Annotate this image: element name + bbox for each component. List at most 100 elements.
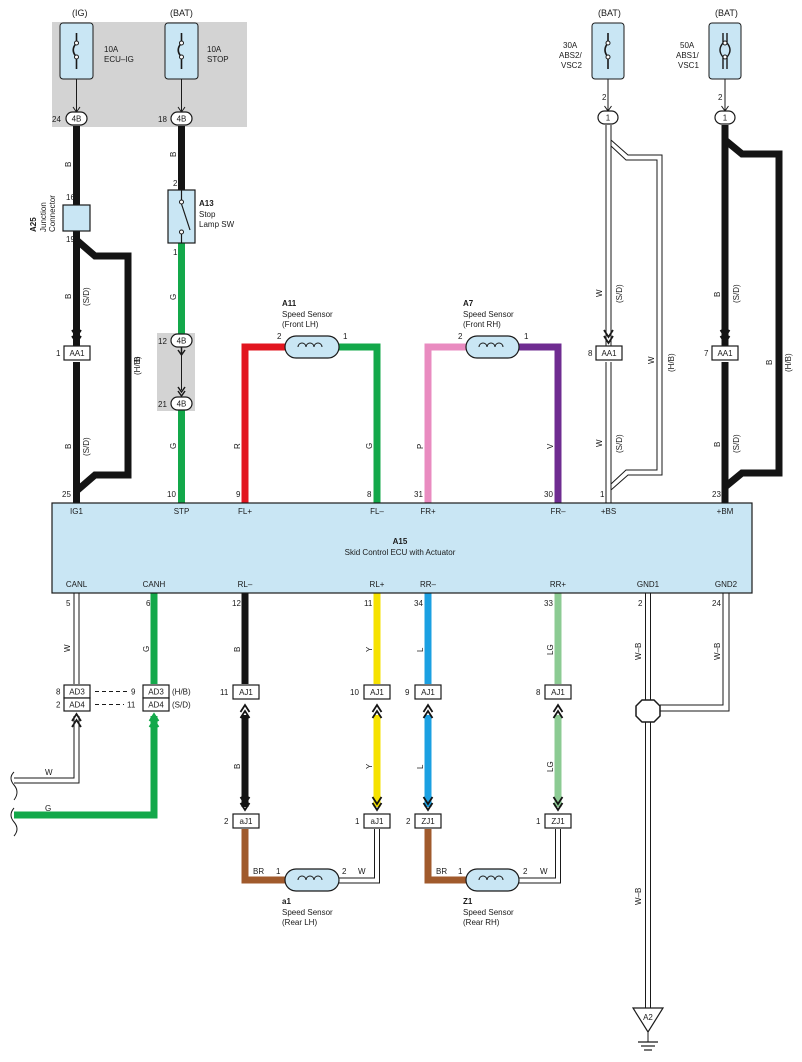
svg-text:(H/B): (H/B) [784,353,793,372]
pin-label: 24 [52,115,61,124]
wire-fl-plus [241,343,285,503]
ecu-terminal: RL– [238,580,253,589]
component-name: (Rear LH) [282,918,317,927]
svg-text:G: G [365,443,374,449]
svg-text:B: B [64,444,73,449]
svg-text:AA1: AA1 [601,349,617,358]
svg-text:ZJ1: ZJ1 [551,817,565,826]
ground-a2: A2 [631,1007,665,1051]
svg-text:W–B: W–B [634,643,643,660]
fuse-ecu-ig: (IG) 10A ECU–IG [59,8,134,80]
pin-label: 1 [600,490,605,499]
pin-label: 1 [536,817,541,826]
svg-text:1: 1 [723,114,728,123]
svg-text:A2: A2 [643,1013,653,1022]
svg-text:4B: 4B [177,400,187,409]
connector-aj1-rr-plus: AJ1 8 [536,684,572,719]
ground-splice [635,699,661,723]
fuse-name: STOP [207,55,229,64]
pin-label: 2 [523,867,528,876]
connector-zj1-a: ZJ1 2 [406,796,442,829]
wire-rl-minus [241,593,285,884]
wire-rl-plus [339,593,381,884]
fuse-supply-label: (IG) [72,8,88,18]
pin-label: 2 [56,701,61,710]
svg-text:4B: 4B [72,115,82,124]
ecu-terminal: FL+ [238,507,252,516]
wire-fl-minus [339,343,381,503]
fuse-name: ECU–IG [104,55,134,64]
svg-text:B: B [64,162,73,167]
wire-canl [14,593,80,784]
ecu-terminal: CANL [66,580,88,589]
speed-sensor-z1: 1 2 BR W Z1 Speed Sensor (Rear RH) [436,867,548,927]
stop-lamp-switch-a13: 2 1 A13 Stop Lamp SW [167,179,235,257]
svg-text:B: B [169,152,178,157]
wire-plus-bm [721,125,783,503]
connector-4b-stop: 4B 18 [158,111,193,126]
pin-label: 19 [66,235,75,244]
wire-gnd [645,593,730,1008]
ecu-terminal: IG1 [70,507,83,516]
connector-4b-inline: 4B 12 4B 21 [158,333,193,411]
pin-label: 34 [414,599,423,608]
variant-note: (H/B) [172,688,191,697]
svg-text:(S/D): (S/D) [615,434,624,453]
wire-plus-bs [605,125,663,503]
ecu-terminal: RL+ [370,580,385,589]
junction-connector-a25: 16 19 A25 Junction Connector [29,193,91,244]
component-code: A11 [282,299,297,308]
ecu-code: A15 [393,537,408,546]
connector-ad3-ad4-left: AD3 AD4 8 2 [56,684,91,728]
connector-aj1-rr-minus: AJ1 9 [405,684,442,719]
wire-color-label: W [540,867,548,876]
svg-text:Y: Y [365,646,374,652]
ecu-terminal: FL– [370,507,384,516]
connector-1-bs: 1 [597,110,619,125]
component-name: Speed Sensor [463,908,514,917]
pin-label: 1 [276,867,281,876]
speed-sensor-a1: 1 2 BR W a1 Speed Sensor (Rear LH) [253,867,366,927]
ecu-terminal: FR– [550,507,566,516]
pin-label: 23 [712,490,721,499]
svg-text:W–B: W–B [634,888,643,905]
pin-label: 1 [458,867,463,876]
ecu-a15: A15 Skid Control ECU with Actuator IG1 S… [51,502,753,594]
speed-sensor-a7: 2 1 A7 Speed Sensor (Front RH) [458,299,529,359]
svg-text:B: B [765,360,774,365]
wire-canh [14,593,158,819]
svg-text:G: G [45,804,51,813]
pin-label: 12 [158,337,167,346]
pin-label: 24 [712,599,721,608]
speed-sensor-a11: 2 1 A11 Speed Sensor (Front LH) [277,299,348,359]
pin-label: 8 [56,688,61,697]
wire-fr-plus [424,343,466,503]
connector-ad3-ad4-right: AD3 AD4 9 11 (H/B) (S/D) [95,684,191,728]
svg-text:AA1: AA1 [717,349,733,358]
component-name: Lamp SW [199,220,235,229]
pin-label: 9 [131,688,136,697]
ecu-terminal: FR+ [420,507,436,516]
fuse-name: ABS1/ [676,51,699,60]
ecu-terminal: +BM [717,507,734,516]
ecu-terminal: CANH [143,580,166,589]
fuse-rating: 50A [680,41,695,50]
svg-text:B: B [64,294,73,299]
connector-aj1-rl-plus: AJ1 10 [350,684,391,719]
pin-label: 7 [704,349,709,358]
svg-text:LG: LG [546,761,555,772]
pin-label: 8 [588,349,593,358]
fuse-rating: 10A [207,45,222,54]
ecu-terminal: STP [174,507,190,516]
svg-text:Y: Y [365,763,374,769]
fuse-name: ABS2/ [559,51,582,60]
connector-aa1-bm: AA1 7 [704,329,739,361]
svg-text:B: B [233,647,242,652]
svg-text:ZJ1: ZJ1 [421,817,435,826]
pin-label: 2 [173,179,178,188]
component-name: Speed Sensor [463,310,514,319]
pin-label: 33 [544,599,553,608]
pin-label: 11 [127,701,136,710]
connector-aj1-rl-minus: AJ1 11 [220,684,260,719]
wire-ig1 [73,126,132,503]
